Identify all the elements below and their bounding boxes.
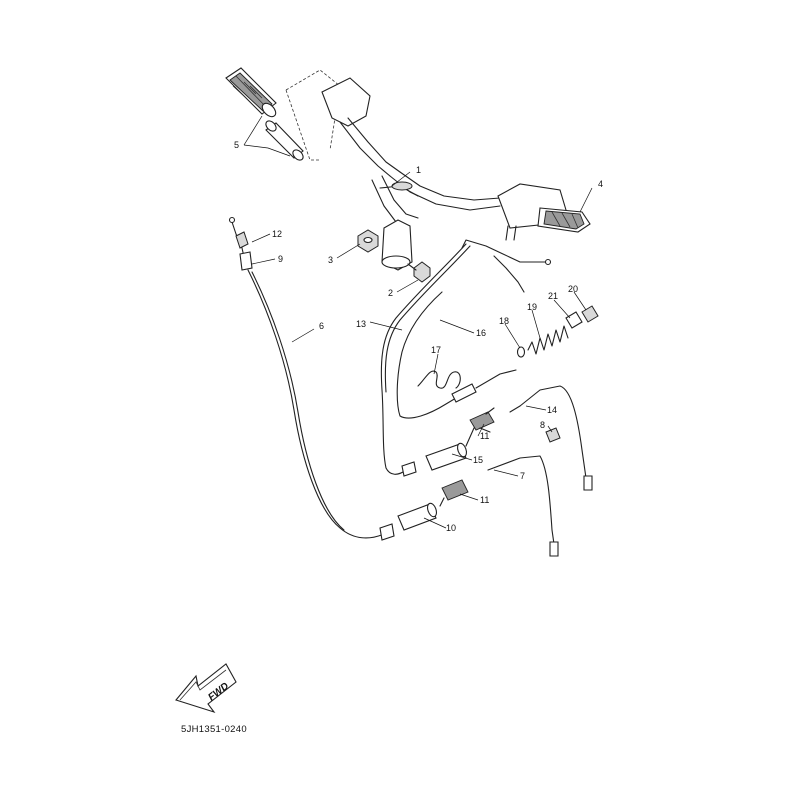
forward-direction-arrow: FWD xyxy=(175,663,237,714)
cable-7 xyxy=(487,455,559,557)
label-11-upper: 11 xyxy=(480,431,489,441)
label-5: 5 xyxy=(234,140,239,150)
brake-cable-16 xyxy=(396,291,517,419)
part-number-labels: 1 2 3 4 5 6 7 8 9 10 11 11 12 13 14 15 1… xyxy=(234,140,603,533)
label-10: 10 xyxy=(446,523,456,533)
label-20: 20 xyxy=(568,284,578,294)
label-14: 14 xyxy=(547,405,557,415)
label-18: 18 xyxy=(499,316,509,326)
label-8: 8 xyxy=(540,420,545,430)
adjuster-21 xyxy=(565,311,583,329)
label-17: 17 xyxy=(431,345,441,355)
spring-19 xyxy=(527,325,569,355)
cable-sleeve-10 xyxy=(397,502,438,531)
wire-spring-17 xyxy=(417,370,461,389)
bolt-2 xyxy=(407,261,431,283)
cable-end-8 xyxy=(545,427,561,443)
clamp-11-lower xyxy=(439,479,469,507)
label-19: 19 xyxy=(527,302,537,312)
label-6: 6 xyxy=(319,321,324,331)
label-2: 2 xyxy=(388,288,393,298)
label-16: 16 xyxy=(476,328,486,338)
right-grip xyxy=(537,207,591,233)
throttle-tube xyxy=(265,120,304,161)
leader-lines xyxy=(243,115,593,529)
nut-20 xyxy=(581,305,599,323)
label-4: 4 xyxy=(598,179,603,189)
brake-cable-13 xyxy=(380,239,552,477)
label-7: 7 xyxy=(520,471,525,481)
label-9: 9 xyxy=(278,254,283,264)
label-21: 21 xyxy=(548,291,558,301)
handlebar xyxy=(321,0,770,271)
label-11-lower: 11 xyxy=(480,495,489,505)
label-1: 1 xyxy=(416,165,421,175)
o-ring-18 xyxy=(516,346,526,358)
label-12: 12 xyxy=(272,229,282,239)
cable-14 xyxy=(509,385,593,491)
left-grip xyxy=(225,67,277,118)
throttle-cable xyxy=(228,216,395,541)
cable-sleeve-15 xyxy=(425,427,475,471)
drawing-code: 5JH1351-0240 xyxy=(181,724,247,735)
nut-3 xyxy=(357,229,379,253)
label-3: 3 xyxy=(328,255,333,265)
label-13: 13 xyxy=(356,319,366,329)
label-15: 15 xyxy=(473,455,483,465)
